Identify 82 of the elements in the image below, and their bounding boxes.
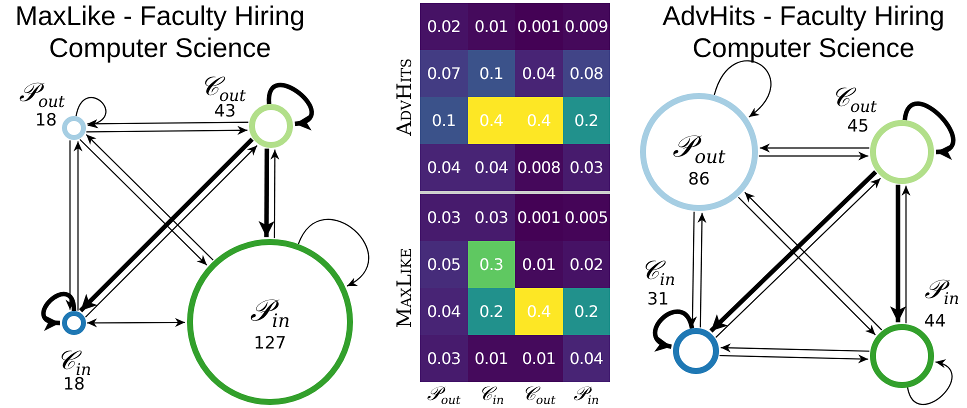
arrow bbox=[87, 318, 185, 328]
heatmap-cell: 0.04 bbox=[420, 288, 468, 335]
node-label: 𝒞$_{in}$ bbox=[56, 348, 92, 378]
heatmap-cell: 0.4 bbox=[515, 288, 562, 335]
arrow bbox=[74, 141, 82, 311]
self-loop-arrow bbox=[714, 60, 772, 118]
self-loop-arrow bbox=[266, 82, 314, 128]
arrow bbox=[720, 343, 870, 352]
node-count: 18 bbox=[63, 376, 85, 394]
heatmap-cell: 0.04 bbox=[468, 144, 515, 191]
heatmap-cell: 0.01 bbox=[515, 335, 562, 382]
node-label: 𝒫$_{out}$ bbox=[19, 80, 65, 110]
arrow bbox=[720, 354, 868, 364]
heatmap-cell: 0.001 bbox=[515, 194, 562, 241]
self-loop-arrow bbox=[298, 219, 370, 287]
column-label: 𝒞$_{out}$ bbox=[522, 385, 556, 407]
arrow bbox=[87, 119, 248, 128]
arrow bbox=[270, 150, 280, 238]
node-count: 18 bbox=[35, 112, 57, 130]
self-loop-arrow bbox=[41, 292, 76, 330]
arrow bbox=[760, 144, 870, 152]
self-loop-arrow bbox=[906, 360, 953, 406]
heatmap-cell: 0.2 bbox=[562, 97, 610, 144]
heatmap-cell: 0.05 bbox=[420, 241, 468, 288]
arrow bbox=[86, 134, 214, 261]
heatmap-cell: 0.03 bbox=[468, 194, 515, 241]
heatmap-cell: 0.1 bbox=[420, 97, 468, 144]
node-label: 𝒫$_{out}$ bbox=[672, 132, 726, 168]
heatmap-row-label: AdvHits bbox=[394, 58, 414, 136]
node-label: 𝒫$_{in}$ bbox=[250, 296, 290, 332]
heatmap-cell: 0.009 bbox=[562, 3, 610, 50]
heatmap-cell: 0.01 bbox=[515, 241, 562, 288]
column-label: 𝒫$_{in}$ bbox=[574, 385, 599, 407]
node-label: 𝒞$_{out}$ bbox=[200, 74, 246, 104]
arrow bbox=[758, 152, 868, 160]
heatmap-cell: 0.03 bbox=[420, 194, 468, 241]
node-count: 43 bbox=[214, 104, 236, 120]
arrow bbox=[80, 139, 208, 266]
heatmap-cell: 0.03 bbox=[562, 144, 610, 191]
heatmap-cell: 0.4 bbox=[515, 97, 562, 144]
column-label: 𝒫$_{out}$ bbox=[427, 385, 460, 407]
arrow bbox=[744, 192, 882, 330]
self-loop-arrow bbox=[902, 102, 956, 158]
panel-title: MaxLike - Faculty Hiring Computer Science bbox=[14, 0, 306, 64]
heatmap-cell: 0.04 bbox=[515, 50, 562, 97]
heatmap-cell: 0.3 bbox=[468, 241, 515, 288]
heatmap-cell: 0.01 bbox=[468, 335, 515, 382]
heatmap-cell: 0.07 bbox=[420, 50, 468, 97]
node-label: 𝒫$_{in}$ bbox=[924, 277, 960, 307]
node-label: 𝒞$_{out}$ bbox=[831, 85, 877, 115]
heatmap-cell: 0.02 bbox=[420, 3, 468, 50]
arrow bbox=[902, 186, 910, 324]
node-count: 31 bbox=[647, 292, 669, 308]
node-count: 45 bbox=[847, 118, 869, 136]
node-count: 86 bbox=[688, 172, 710, 188]
heatmap-cell: 0.01 bbox=[468, 3, 515, 50]
node-label: 𝒞$_{in}$ bbox=[640, 258, 676, 288]
heatmap-row-label: MaxLike bbox=[394, 248, 414, 328]
arrow bbox=[697, 212, 706, 328]
heatmap-cell: 0.1 bbox=[468, 50, 515, 97]
heatmap-cell: 0.001 bbox=[515, 3, 562, 50]
node-count: 44 bbox=[924, 314, 946, 330]
self-loop-arrow bbox=[652, 310, 694, 350]
heatmap-cell: 0.02 bbox=[562, 241, 610, 288]
arrow bbox=[258, 148, 275, 238]
arrow bbox=[66, 140, 74, 310]
heatmap-cell: 0.4 bbox=[468, 97, 515, 144]
heatmap-cell: 0.03 bbox=[420, 335, 468, 382]
arrow bbox=[738, 196, 876, 336]
node-count: 127 bbox=[254, 336, 286, 352]
heatmap-cell: 0.04 bbox=[420, 144, 468, 191]
heatmap-cell: 0.2 bbox=[468, 288, 515, 335]
heatmap-cell: 0.005 bbox=[562, 194, 610, 241]
heatmap-cell: 0.08 bbox=[562, 50, 610, 97]
arrow bbox=[86, 126, 248, 135]
heatmap-cell: 0.2 bbox=[562, 288, 610, 335]
self-loop-arrow bbox=[76, 97, 106, 128]
arrow bbox=[890, 184, 906, 322]
column-label: 𝒞$_{in}$ bbox=[478, 385, 504, 407]
heatmap-cell: 0.04 bbox=[562, 335, 610, 382]
heatmap-cell: 0.008 bbox=[515, 144, 562, 191]
panel-title: AdvHits - Faculty Hiring Computer Science bbox=[661, 0, 946, 64]
